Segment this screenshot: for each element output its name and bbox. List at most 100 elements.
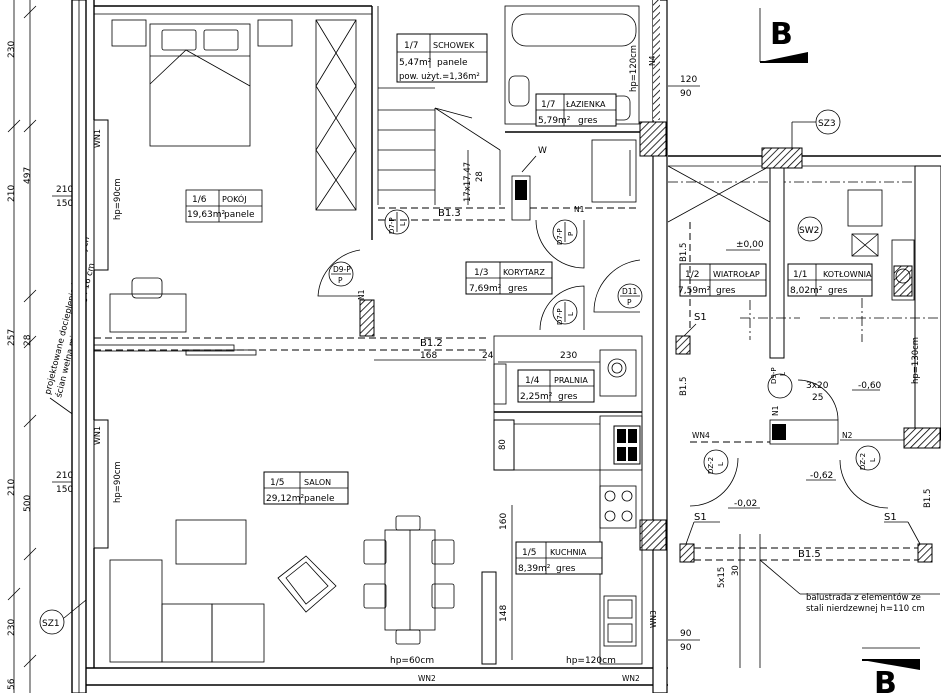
sz1-label: SZ1 xyxy=(42,619,60,629)
room-lazienka-number: 1/7 xyxy=(541,100,555,110)
window-dim-150-a: 150 xyxy=(56,199,73,209)
level-060: -0,60 xyxy=(858,381,882,391)
dim-80: 80 xyxy=(498,439,508,450)
label-w: W xyxy=(538,146,547,156)
dim-28: 28 xyxy=(23,334,33,346)
window-wn2-right: WN2 xyxy=(622,674,640,683)
section-marker-bottom: B xyxy=(862,647,920,693)
dim-497: 497 xyxy=(23,167,33,184)
room-kotlownia-area: 8,02m² xyxy=(790,286,823,296)
room-salon-finish: panele xyxy=(304,494,335,504)
room-kotlownia-number: 1/1 xyxy=(793,270,807,280)
dim-right-90-a: 90 xyxy=(680,629,692,639)
window-wn1-top: WN1 xyxy=(93,129,102,148)
room-schowek-name: SCHOWEK xyxy=(433,41,475,50)
door-d7c-top: D7-P xyxy=(556,308,564,325)
dim-230-bottom: 230 xyxy=(7,619,17,636)
dim-160: 160 xyxy=(499,513,509,530)
room-pralnia-number: 1/4 xyxy=(525,376,540,386)
beam-b13: B1.3 xyxy=(438,208,461,219)
room-pralnia-name: PRALNIA xyxy=(554,376,588,385)
door-dz2a-bottom: L xyxy=(717,462,725,466)
room-pokoj-finish: panele xyxy=(224,210,255,220)
section-label-top: B xyxy=(770,17,793,52)
beam-b15-a: B1.5 xyxy=(679,243,689,262)
stair-5x15: 5x15 xyxy=(717,567,727,588)
beam-b12: B1.2 xyxy=(420,338,443,349)
room-korytarz-name: KORYTARZ xyxy=(503,268,545,277)
door-dz2b-top: DZ-2 xyxy=(859,453,867,470)
window-wn1-bottom: WN1 xyxy=(93,426,102,445)
dim-210-bottom: 210 xyxy=(7,479,17,496)
balustrade-note-line2: stali nierdzewnej h=110 cm xyxy=(806,604,925,614)
door-d9-bottom: P xyxy=(338,276,343,285)
dim-right-90-top: 90 xyxy=(680,89,692,99)
window-n1-a: N1 xyxy=(357,289,366,300)
room-lazienka-area: 5,79m² xyxy=(538,116,571,126)
hp-lazienka: hp=120cm xyxy=(629,45,639,92)
level-000: ±0,00 xyxy=(736,240,764,250)
symbol-s1-b: S1 xyxy=(694,512,707,523)
room-salon-name: SALON xyxy=(304,478,331,487)
room-kuchnia-name: KUCHNIA xyxy=(550,548,587,557)
window-wn2-left: WN2 xyxy=(418,674,436,683)
stair-run: 28 xyxy=(475,171,485,182)
room-kuchnia-area: 8,39m² xyxy=(518,564,551,574)
bedroom-furniture xyxy=(109,19,357,333)
level-25: 25 xyxy=(812,393,823,403)
door-d7c-bottom: L xyxy=(567,312,575,316)
room-wiatrolap-number: 1/2 xyxy=(685,270,699,280)
room-korytarz-finish: gres xyxy=(508,284,528,294)
room-lazienka-name: ŁAZIENKA xyxy=(565,100,606,109)
level-002: -0,02 xyxy=(734,499,757,509)
room-pralnia-finish: gres xyxy=(558,392,578,402)
room-salon-number: 1/5 xyxy=(270,478,284,488)
window-dim-150-b: 150 xyxy=(56,485,73,495)
dim-210-top: 210 xyxy=(7,185,17,202)
level-320: 3x20 xyxy=(806,381,829,391)
sw2-marker xyxy=(797,216,823,242)
door-d11-bottom: P xyxy=(627,298,632,307)
hp-salon: hp=90cm xyxy=(113,461,123,503)
door-d7b-bottom: P xyxy=(567,232,575,236)
dim-257: 257 xyxy=(7,329,17,346)
symbol-s1-c: S1 xyxy=(884,512,897,523)
window-n4: N4 xyxy=(648,55,657,66)
room-pokoj-area: 19,63m² xyxy=(187,210,226,220)
dim-500: 500 xyxy=(23,495,33,512)
hp-kotlownia: hp=130cm xyxy=(911,337,921,384)
room-korytarz-area: 7,69m² xyxy=(469,284,502,294)
section-label-bottom: B xyxy=(874,666,897,693)
dim-230: 230 xyxy=(560,351,577,361)
window-n1-b: N1 xyxy=(574,205,585,214)
symbol-s1-a: S1 xyxy=(694,312,707,323)
window-wn3: WN3 xyxy=(649,610,658,628)
room-schowek-label-box xyxy=(396,33,488,83)
room-kotlownia-name: KOTŁOWNIA xyxy=(823,270,872,279)
room-pokoj-number: 1/6 xyxy=(192,195,207,205)
staircase xyxy=(377,6,501,205)
room-schowek-note: pow. użyt.=1,36m² xyxy=(399,72,480,82)
beam-b15-b: B1.5 xyxy=(679,377,689,396)
room-pralnia-area: 2,25m² xyxy=(520,392,553,402)
door-d7b-top: D7-P xyxy=(556,228,564,245)
window-dim-210-a: 210 xyxy=(56,185,73,195)
room-schowek-area: 5,47m² xyxy=(399,58,432,68)
room-kuchnia-number: 1/5 xyxy=(522,548,536,558)
salon-furniture xyxy=(109,515,455,663)
dim-right-90-b: 90 xyxy=(680,643,692,653)
door-d7a-top: D7-P xyxy=(388,217,396,234)
hp-pokoj: hp=90cm xyxy=(113,178,123,220)
room-korytarz-number: 1/3 xyxy=(474,268,488,278)
dim-56: 56 xyxy=(7,678,17,690)
room-salon-area: 29,12m² xyxy=(266,494,305,504)
hp-salon-bottom: hp=60cm xyxy=(390,656,434,666)
room-wiatrolap-name: WIATROŁAP xyxy=(713,270,760,279)
level-062: -0,62 xyxy=(810,471,833,481)
symbol-sz3: SZ3 xyxy=(818,119,836,129)
window-n1-c: N1 xyxy=(771,405,780,416)
bathtub xyxy=(511,13,637,47)
window-dim-210-b: 210 xyxy=(56,471,73,481)
room-schowek-finish: panele xyxy=(437,58,468,68)
